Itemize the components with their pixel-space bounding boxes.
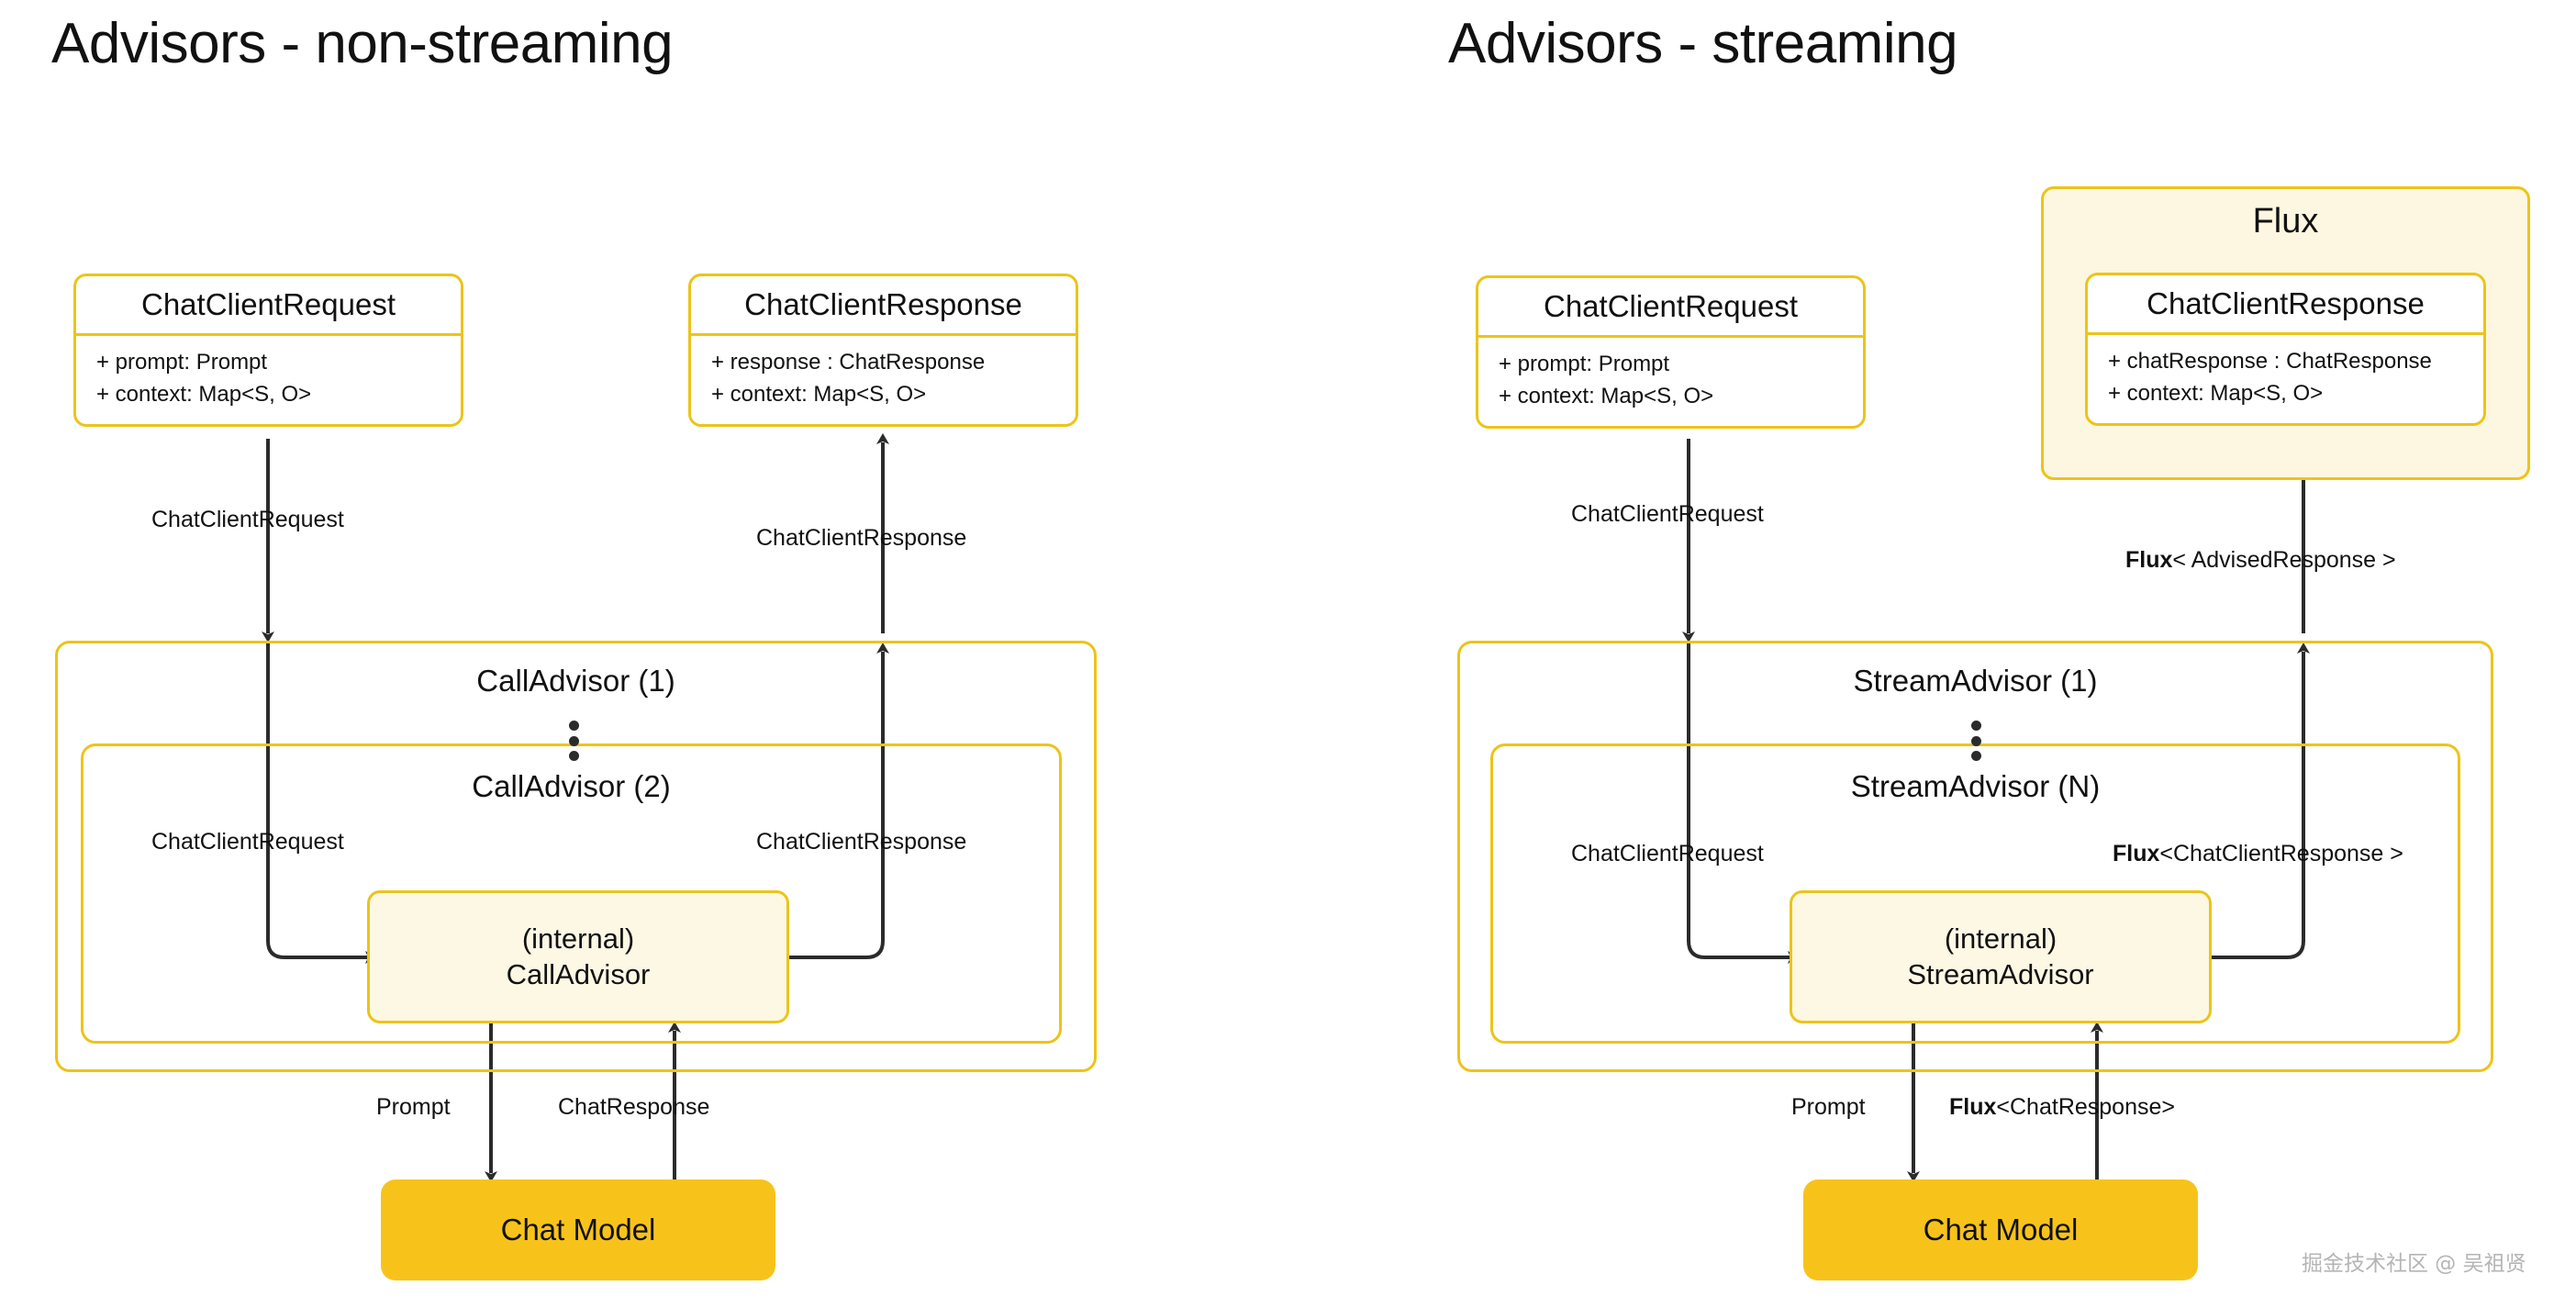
vertical-ellipsis-right [1970, 721, 1981, 761]
ellipsis-dot [568, 751, 579, 761]
edge-label-rest-part: <ChatClientResponse > [2159, 841, 2403, 866]
card-title: ChatClientRequest [1544, 289, 1798, 323]
chat-model-box-right: Chat Model [1803, 1179, 2198, 1280]
internal-advisor-box-right: (internal) StreamAdvisor [1790, 890, 2212, 1023]
internal-advisor-line1: (internal) [521, 922, 635, 955]
card-chatclientresponse-right: ChatClientResponse + chatResponse : Chat… [2085, 273, 2486, 426]
card-divider [76, 333, 461, 337]
chat-model-box-left: Chat Model [381, 1179, 775, 1280]
edge-label-left-bottom-in: Prompt [376, 1094, 451, 1120]
card-chatclientrequest-left: ChatClientRequest + prompt: Prompt + con… [73, 274, 463, 427]
card-attributes: + prompt: Prompt + context: Map<S, O> [1478, 338, 1863, 426]
internal-advisor-line1: (internal) [1944, 922, 2057, 955]
edge-label-bold-part: Flux [1949, 1094, 1997, 1120]
chat-model-label: Chat Model [1923, 1213, 2079, 1247]
edge-label-right-bottom-out: Flux<ChatResponse> [1949, 1094, 2175, 1121]
page-title-non-streaming: Advisors - non-streaming [51, 12, 674, 75]
edge-label-bold-part: Flux [2125, 547, 2173, 573]
card-attr: + context: Map<S, O> [711, 382, 927, 408]
advisor-container-outer-right [1457, 641, 2493, 1072]
card-chatclientresponse-left: ChatClientResponse + response : ChatResp… [688, 274, 1078, 427]
edge-label-left-top-in: ChatClientRequest [151, 507, 344, 532]
vertical-ellipsis-left [568, 721, 579, 761]
chat-model-label: Chat Model [500, 1213, 656, 1247]
card-attr: + prompt: Prompt [1499, 352, 1670, 377]
internal-advisor-line2: CallAdvisor [506, 957, 651, 990]
card-divider [691, 333, 1076, 337]
flux-label: Flux [2252, 202, 2319, 240]
edge-label-left-top-out: ChatClientResponse [756, 525, 967, 551]
card-attributes: + chatResponse : ChatResponse + context:… [2088, 335, 2483, 423]
advisor-label-inner-left: CallAdvisor (2) [472, 769, 671, 803]
card-attr: + chatResponse : ChatResponse [2108, 349, 2432, 375]
card-attr: + response : ChatResponse [711, 350, 986, 375]
ellipsis-dot [1970, 735, 1981, 746]
ellipsis-dot [1970, 721, 1981, 731]
card-attributes: + response : ChatResponse + context: Map… [691, 336, 1076, 424]
ellipsis-dot [1970, 751, 1981, 761]
card-attributes: + prompt: Prompt + context: Map<S, O> [76, 336, 461, 424]
advisor-label-outer-left: CallAdvisor (1) [476, 664, 675, 698]
edge-label-left-mid-out: ChatClientResponse [756, 829, 967, 855]
edge-label-right-top-out: Flux< AdvisedResponse > [2125, 547, 2396, 574]
edge-label-bold-part: Flux [2113, 841, 2160, 866]
ellipsis-dot [568, 735, 579, 746]
card-divider [1478, 335, 1863, 339]
card-chatclientrequest-right: ChatClientRequest + prompt: Prompt + con… [1476, 275, 1866, 429]
edge-label-rest-part: <ChatResponse> [1996, 1094, 2175, 1120]
edge-label-right-bottom-in: Prompt [1791, 1094, 1866, 1120]
card-attr: + prompt: Prompt [96, 350, 268, 375]
edge-label-left-bottom-out: ChatResponse [558, 1094, 710, 1120]
edge-label-right-mid-in: ChatClientRequest [1571, 841, 1764, 866]
advisor-label-inner-right: StreamAdvisor (N) [1850, 769, 2101, 803]
card-title: ChatClientResponse [744, 287, 1022, 321]
internal-advisor-box-left: (internal) CallAdvisor [367, 890, 789, 1023]
page-title-streaming: Advisors - streaming [1448, 12, 1958, 75]
ellipsis-dot [568, 721, 579, 731]
card-attr: + context: Map<S, O> [1499, 384, 1714, 409]
edge-label-right-top-in: ChatClientRequest [1571, 501, 1764, 527]
card-title: ChatClientResponse [2147, 286, 2425, 320]
card-divider [2088, 332, 2483, 336]
edge-label-right-mid-out: Flux<ChatClientResponse > [2113, 841, 2403, 867]
edge-label-rest-part: < AdvisedResponse > [2172, 547, 2396, 573]
advisor-container-outer-left [55, 641, 1097, 1072]
internal-advisor-line2: StreamAdvisor [1907, 957, 2094, 990]
watermark: 掘金技术社区 @ 吴祖贤 [2302, 1252, 2526, 1276]
card-title: ChatClientRequest [141, 287, 396, 321]
edge-label-left-mid-in: ChatClientRequest [151, 829, 344, 855]
card-attr: + context: Map<S, O> [96, 382, 312, 408]
card-attr: + context: Map<S, O> [2108, 381, 2324, 407]
advisor-label-outer-right: StreamAdvisor (1) [1853, 664, 2098, 698]
